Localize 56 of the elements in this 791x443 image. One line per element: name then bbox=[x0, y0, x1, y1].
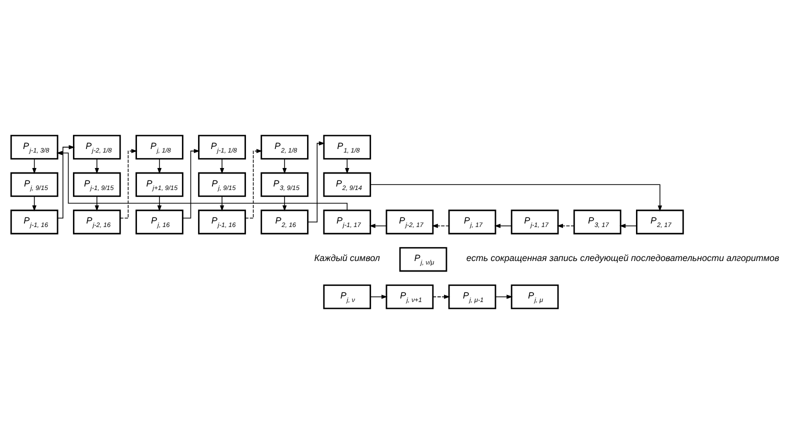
node-box: P$_{3, 17}$ bbox=[573, 209, 622, 234]
node-box: P$_{2, 9/14}$ bbox=[323, 172, 372, 196]
arrow bbox=[56, 150, 348, 210]
node-box: P$_{j, ν}$ bbox=[323, 284, 372, 309]
arrow bbox=[182, 148, 200, 218]
node-box: P$_{j-1, 1/8}$ bbox=[198, 134, 246, 159]
arrow bbox=[57, 144, 75, 218]
arrow bbox=[32, 158, 36, 174]
node-box: P$_{2, 1/8}$ bbox=[260, 134, 308, 159]
node-box: P$_{2, 16}$ bbox=[260, 209, 308, 234]
node-box: P$_{j+1, 9/15}$ bbox=[136, 172, 184, 196]
node-box: P$_{2, 17}$ bbox=[636, 209, 684, 234]
node-box: P$_{j, ν+1}$ bbox=[386, 284, 434, 309]
arrow bbox=[308, 140, 325, 222]
node-box: P$_{j, 9/15}$ bbox=[198, 172, 246, 196]
node-box: P$_{j-2, 1/8}$ bbox=[72, 134, 121, 159]
arrow bbox=[370, 184, 662, 212]
arrow bbox=[369, 223, 387, 228]
arrow bbox=[620, 223, 638, 228]
arrow bbox=[220, 158, 224, 174]
node-box: P$_{j-1, 16}$ bbox=[10, 209, 58, 234]
arrow bbox=[157, 195, 162, 211]
node-box: P$_{j-1, 16}$ bbox=[198, 209, 246, 234]
arrow bbox=[32, 195, 36, 211]
label: Каждый символ bbox=[314, 252, 380, 263]
node-box: P$_{j, 17}$ bbox=[448, 209, 496, 234]
arrow bbox=[556, 223, 574, 228]
node-box: P$_{3, 9/15}$ bbox=[260, 172, 308, 196]
label: есть сокращенная запись следующей последовательности алгоритмов bbox=[466, 252, 780, 263]
node-box: P$_{j, 1/8}$ bbox=[136, 134, 184, 159]
arrow bbox=[282, 195, 287, 211]
node-box: P$_{j-2, 17}$ bbox=[386, 209, 434, 234]
arrow bbox=[495, 294, 513, 298]
arrow bbox=[94, 195, 100, 211]
node-box: P$_{j, μ}$ bbox=[510, 284, 559, 309]
arrow bbox=[94, 158, 100, 174]
arrow bbox=[282, 158, 287, 174]
arrow bbox=[220, 195, 224, 211]
arrow bbox=[120, 148, 138, 218]
node-box: P$_{j-1, 3/8}$ bbox=[10, 134, 58, 159]
node-box: P$_{j-1, 17}$ bbox=[323, 209, 372, 234]
node-box: P$_{1, 1/8}$ bbox=[323, 134, 372, 159]
node-box: P$_{j, 9/15}$ bbox=[10, 172, 58, 196]
node-box: P$_{j, μ-1}$ bbox=[448, 284, 496, 309]
node-box: P$_{j, ν/μ}$ bbox=[399, 246, 448, 272]
arrow bbox=[157, 158, 162, 174]
node-box: P$_{j-1, 9/15}$ bbox=[72, 172, 121, 196]
node-box: P$_{j-1, 17}$ bbox=[510, 209, 559, 234]
arrow bbox=[345, 158, 350, 174]
node-box: P$_{j, 16}$ bbox=[136, 209, 184, 234]
arrow bbox=[370, 294, 388, 298]
arrow bbox=[432, 294, 450, 298]
arrow bbox=[244, 148, 263, 218]
node-box: P$_{j-2, 16}$ bbox=[72, 209, 121, 234]
arrow bbox=[432, 223, 450, 228]
arrow bbox=[494, 223, 512, 228]
